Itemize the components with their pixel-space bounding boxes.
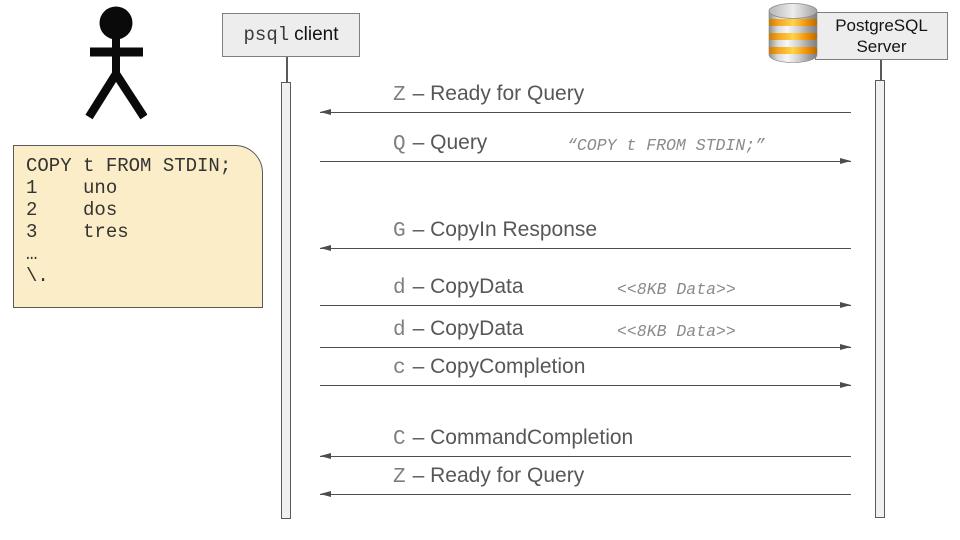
arrowhead-icon — [840, 302, 851, 309]
server-activation-bar — [875, 80, 885, 518]
client-lifeline — [286, 57, 288, 82]
message-annotation: <<8KB Data>> — [617, 279, 736, 299]
copy-input-note: COPY t FROM STDIN; 1 uno 2 dos 3 tres … … — [13, 145, 263, 308]
message-arrow-line — [320, 158, 851, 165]
message-type-letter: d — [393, 319, 406, 342]
message-name: – CommandCompletion — [412, 426, 634, 449]
message-name: – CopyCompletion — [412, 355, 586, 378]
note-line: 3 tres — [26, 221, 129, 243]
message-type-letter: Q — [393, 133, 406, 156]
message-label: c – CopyCompletion — [393, 356, 585, 379]
message-name: – Query — [412, 131, 488, 154]
message-name: – CopyIn Response — [412, 218, 598, 241]
postgresql-server-box: PostgreSQL Server — [815, 12, 948, 60]
message-annotation: “COPY t FROM STDIN;” — [567, 135, 766, 155]
message-copyin-response: G – CopyIn Response — [320, 215, 851, 252]
arrowhead-icon — [320, 245, 331, 252]
note-line: \. — [26, 265, 49, 287]
message-type-letter: G — [393, 220, 406, 243]
server-lifeline — [880, 60, 882, 80]
message-copydata-1: d – CopyData <<8KB Data>> — [320, 272, 851, 309]
message-type-letter: d — [393, 277, 406, 300]
note-line: COPY t FROM STDIN; — [26, 155, 232, 177]
message-label: G – CopyIn Response — [393, 219, 597, 242]
message-arrow-line — [320, 302, 851, 309]
message-arrow-line — [320, 109, 851, 116]
message-arrow-line — [320, 453, 851, 460]
message-arrow-line — [320, 344, 851, 351]
message-copydata-2: d – CopyData <<8KB Data>> — [320, 314, 851, 351]
message-type-letter: Z — [393, 466, 406, 489]
message-command-completion: C – CommandCompletion — [320, 423, 851, 460]
message-name: – Ready for Query — [412, 82, 585, 105]
message-label: C – CommandCompletion — [393, 427, 633, 450]
arrowhead-icon — [320, 109, 331, 116]
database-icon — [768, 3, 818, 63]
message-arrow-line — [320, 245, 851, 252]
message-type-letter: C — [393, 428, 406, 451]
message-type-letter: Z — [393, 84, 406, 107]
arrowhead-icon — [840, 344, 851, 351]
arrowhead-icon — [840, 382, 851, 389]
client-activation-bar — [281, 82, 291, 519]
message-label: d – CopyData — [393, 318, 524, 341]
message-label: Z – Ready for Query — [393, 465, 584, 488]
message-label: Z – Ready for Query — [393, 83, 584, 106]
message-arrow-line — [320, 382, 851, 389]
message-label: Q – Query — [393, 132, 487, 155]
server-label-line1: PostgreSQL — [835, 16, 928, 35]
message-type-letter: c — [393, 357, 406, 380]
message-arrow-line — [320, 491, 851, 498]
user-actor-icon — [85, 6, 147, 120]
message-name: – Ready for Query — [412, 464, 585, 487]
note-line: … — [26, 243, 38, 265]
message-query: Q – Query “COPY t FROM STDIN;” — [320, 128, 851, 165]
arrowhead-icon — [320, 491, 331, 498]
message-ready-for-query-1: Z – Ready for Query — [320, 79, 851, 116]
message-name: – CopyData — [412, 317, 524, 340]
client-label-mono: psql — [243, 24, 290, 46]
message-annotation: <<8KB Data>> — [617, 321, 736, 341]
psql-client-box: psql client — [222, 13, 360, 57]
note-line: 2 dos — [26, 199, 118, 221]
server-label-line2: Server — [856, 37, 907, 56]
note-line: 1 uno — [26, 177, 118, 199]
arrowhead-icon — [840, 158, 851, 165]
message-label: d – CopyData — [393, 276, 524, 299]
client-label-rest: client — [294, 24, 339, 45]
arrowhead-icon — [320, 453, 331, 460]
message-copy-completion: c – CopyCompletion — [320, 352, 851, 389]
message-ready-for-query-2: Z – Ready for Query — [320, 461, 851, 498]
message-name: – CopyData — [412, 275, 524, 298]
